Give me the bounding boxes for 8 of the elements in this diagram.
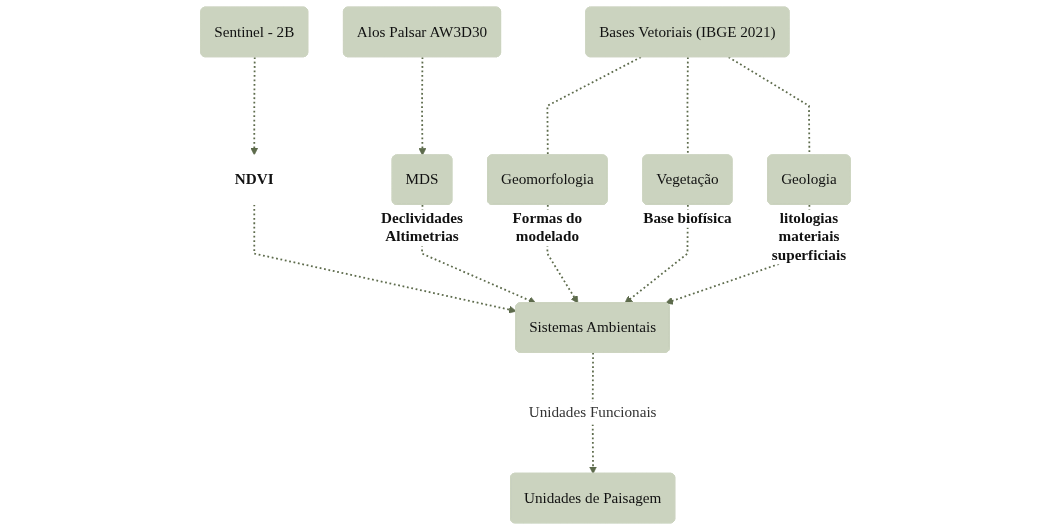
arrow (624, 204, 689, 304)
annotation-text: Base biofísica (640, 209, 735, 229)
arrow (250, 56, 259, 156)
edge-label: Unidades Funcionais (528, 404, 657, 422)
arrow (253, 203, 517, 314)
arrow (418, 56, 427, 156)
node-text: NDVI (234, 171, 274, 188)
arrow (589, 351, 597, 475)
